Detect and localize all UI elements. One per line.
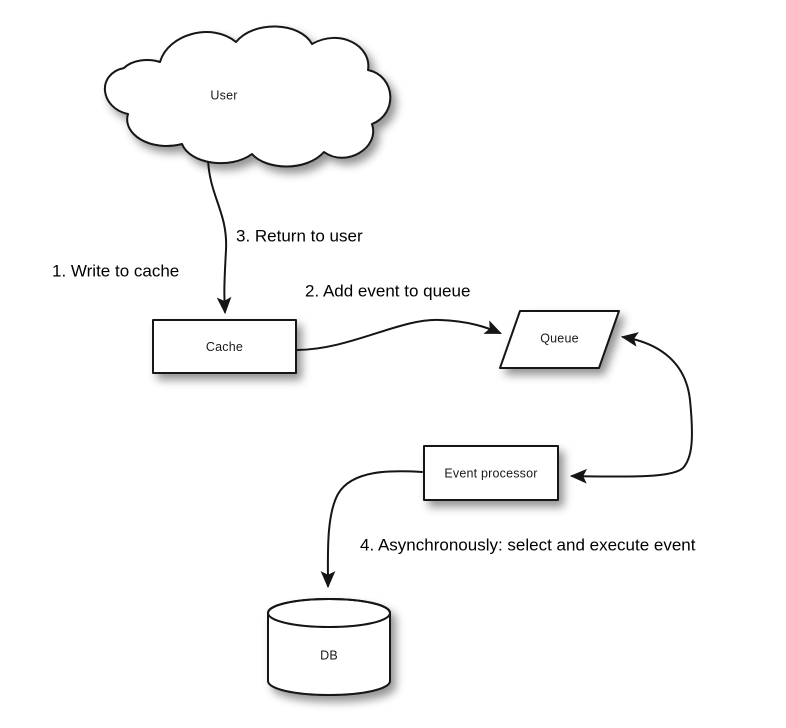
edge-cache-to-queue bbox=[295, 318, 502, 351]
queue-shape bbox=[499, 310, 620, 369]
node-label-queue: Queue bbox=[540, 331, 579, 345]
node-user[interactable]: User bbox=[104, 25, 392, 168]
db-shape bbox=[267, 598, 391, 696]
cloud-shape bbox=[104, 25, 392, 168]
node-label-user: User bbox=[210, 88, 237, 102]
step-label-1: 1. Write to cache bbox=[52, 261, 179, 280]
node-label-db: DB bbox=[320, 648, 338, 662]
cache-shape bbox=[152, 319, 297, 374]
step-label-3: 3. Return to user bbox=[236, 226, 363, 245]
db-top-ellipse bbox=[266, 597, 392, 629]
node-db[interactable]: DB bbox=[266, 597, 392, 696]
event-processor-shape bbox=[423, 445, 559, 501]
node-event-processor[interactable]: Event processor bbox=[423, 445, 559, 501]
edge-user-to-cache bbox=[207, 157, 232, 315]
edge-queue-processor-loop bbox=[569, 332, 693, 484]
edge-processor-to-db bbox=[320, 470, 423, 589]
node-label-event-processor: Event processor bbox=[444, 466, 537, 480]
node-queue[interactable]: Queue bbox=[499, 310, 620, 369]
node-cache[interactable]: Cache bbox=[152, 319, 297, 374]
step-label-2: 2. Add event to queue bbox=[305, 281, 470, 300]
node-label-cache: Cache bbox=[206, 340, 243, 354]
step-label-4: 4. Asynchronously: select and execute ev… bbox=[360, 535, 696, 554]
